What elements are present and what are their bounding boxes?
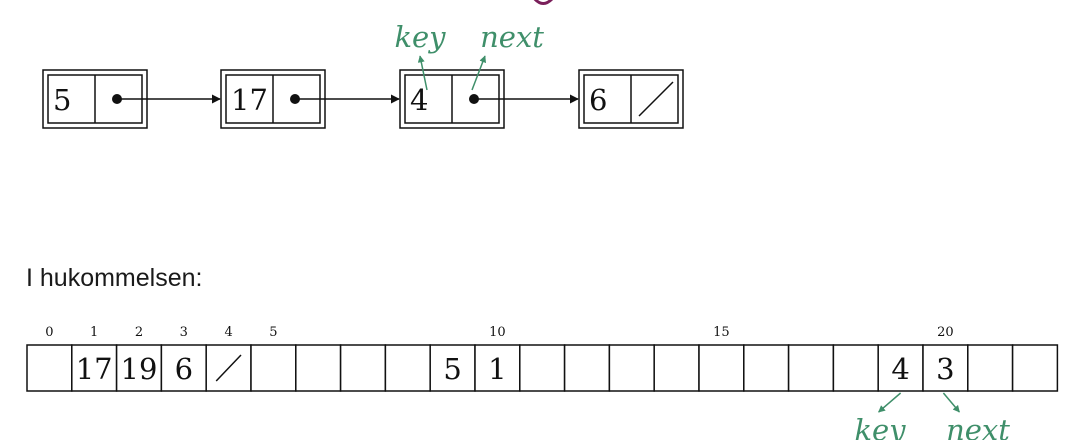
- memory-index-label: 15: [713, 325, 730, 340]
- memory-cell: 6: [160, 344, 207, 392]
- memory-cell: [608, 344, 655, 392]
- memory-cell-box: [160, 344, 207, 392]
- memory-cell: [250, 344, 297, 392]
- node-key: 4: [410, 83, 428, 117]
- node-key: 5: [53, 83, 71, 117]
- node-next-label: next: [480, 20, 544, 54]
- memory-cell-box: [295, 344, 342, 392]
- memory-cell-box: [787, 344, 835, 392]
- list-node: 5: [42, 69, 221, 129]
- memory-cell: [519, 344, 566, 392]
- memory-cell-value: 4: [891, 352, 909, 386]
- memory-index-label: 1: [90, 325, 98, 340]
- list-node: 4: [399, 69, 579, 129]
- memory-cell-value: 17: [76, 352, 113, 386]
- memory-cell-box: [743, 344, 790, 392]
- top-accent-stroke: [533, 0, 553, 5]
- memory-cell: [563, 344, 611, 392]
- memory-cell: 3: [922, 344, 969, 392]
- memory-cell: [653, 344, 700, 392]
- memory-cell: [787, 344, 835, 392]
- memory-cell-box: [608, 344, 655, 392]
- memory-cell: 19: [115, 344, 163, 392]
- memory-cell: 17: [71, 344, 118, 392]
- memory-cell: 4: [877, 344, 924, 392]
- memory-index-label: 20: [937, 325, 954, 340]
- next-pointer-arrow: [471, 55, 487, 91]
- memory-cell: [698, 344, 745, 392]
- memory-index-label: 10: [489, 325, 506, 340]
- memory-cell: [967, 344, 1014, 392]
- memory-cell-nil-slash: [215, 354, 242, 382]
- node-nil-slash: [638, 81, 674, 117]
- memory-cell-box: [967, 344, 1014, 392]
- memory-heading: I hukommelsen:: [26, 264, 203, 292]
- memory-cell-box: [832, 344, 879, 392]
- list-node: 17: [220, 69, 400, 129]
- memory-cell-box: [519, 344, 566, 392]
- memory-next-label: next: [946, 413, 1010, 440]
- node-key-label: key: [394, 20, 446, 54]
- memory-cell: [339, 344, 387, 392]
- memory-cell-value: 1: [488, 352, 506, 386]
- memory-key-arrow: [878, 392, 902, 413]
- memory-cell-box: [429, 344, 476, 392]
- memory-cell: [743, 344, 790, 392]
- node-key: 6: [589, 83, 607, 117]
- memory-index-label: 5: [269, 325, 277, 340]
- memory-index-label: 2: [135, 325, 143, 340]
- memory-cell: [295, 344, 342, 392]
- memory-cell-box: [474, 344, 521, 392]
- memory-cell-value: 19: [121, 352, 158, 386]
- memory-cell: [26, 344, 73, 392]
- key-pointer-arrow: [417, 55, 428, 91]
- memory-index-label: 0: [45, 325, 53, 340]
- memory-next-arrow: [942, 392, 960, 413]
- memory-cell-box: [698, 344, 745, 392]
- memory-index-label: 4: [224, 325, 232, 340]
- memory-cell: [832, 344, 879, 392]
- memory-cell-box: [26, 344, 73, 392]
- memory-cell-value: 5: [443, 352, 461, 386]
- memory-cell-box: [250, 344, 297, 392]
- memory-cell-value: 3: [936, 352, 954, 386]
- memory-cell-box: [115, 344, 163, 392]
- memory-key-label: key: [854, 413, 906, 440]
- node-key: 17: [231, 83, 268, 117]
- memory-cell-box: [384, 344, 431, 392]
- memory-cell-box: [71, 344, 118, 392]
- top-accent-arc: [533, 0, 553, 5]
- memory-cell-box: [339, 344, 387, 392]
- memory-index-label: 3: [180, 325, 188, 340]
- memory-cell: [384, 344, 431, 392]
- memory-cell: 1: [474, 344, 521, 392]
- memory-cell-value: 6: [175, 352, 193, 386]
- memory-cell-box: [1011, 344, 1059, 392]
- memory-cell: 5: [429, 344, 476, 392]
- memory-cell-box: [653, 344, 700, 392]
- list-node: 6: [578, 69, 684, 129]
- memory-cell-box: [563, 344, 611, 392]
- memory-cell: [205, 344, 252, 392]
- memory-cell: [1011, 344, 1059, 392]
